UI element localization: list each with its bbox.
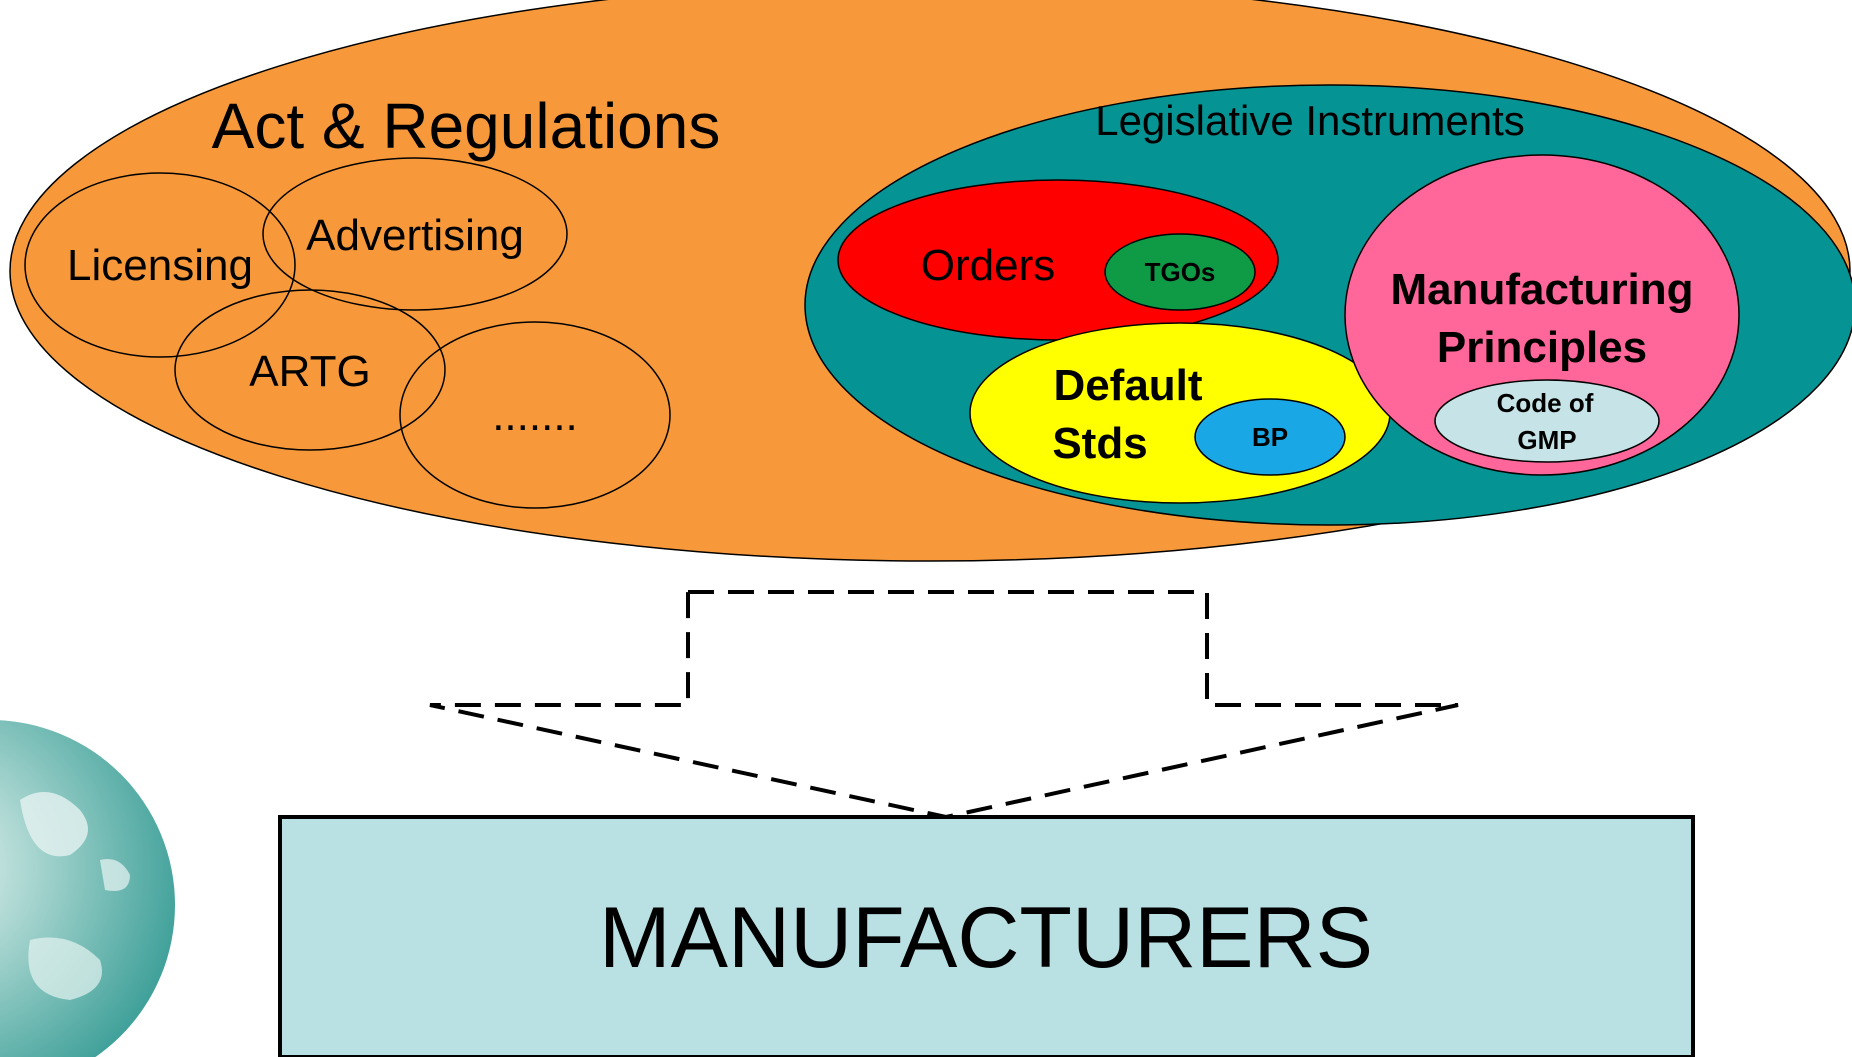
advertising-label: Advertising [306,211,524,260]
other-items-label: ....... [492,391,578,440]
manufacturing-principles-ellipse [1344,154,1740,476]
manufacturing-principles-line2: Principles [1437,323,1647,372]
default-stds-label-line1: Default [1053,361,1202,410]
other-items-ellipse [399,321,671,509]
manufacturing-principles-line1: Manufacturing [1390,265,1693,314]
advertising-ellipse [262,157,568,311]
default-stds-label-line2: Stds [1052,419,1147,468]
orders-label: Orders [921,241,1055,290]
manufacturers-label: MANUFACTURERS [599,890,1373,986]
legislative-instruments-title: Legislative Instruments [1095,97,1525,144]
globe-decoration [0,720,175,1057]
licensing-ellipse [24,172,296,358]
code-of-gmp-line1: Code of [1497,388,1594,418]
licensing-label: Licensing [67,241,253,290]
tgos-ellipse [1104,233,1256,311]
tgos-label: TGOs [1145,257,1216,287]
bp-ellipse [1194,398,1346,476]
dashed-down-arrow [429,590,1459,820]
artg-ellipse [174,289,446,451]
artg-label: ARTG [249,347,370,396]
bp-label: BP [1252,422,1288,452]
manufacturers-box [278,815,1695,1057]
code-of-gmp-line2: GMP [1517,425,1576,455]
code-of-gmp-ellipse [1434,379,1660,463]
act-regulations-title: Act & Regulations [212,90,721,162]
